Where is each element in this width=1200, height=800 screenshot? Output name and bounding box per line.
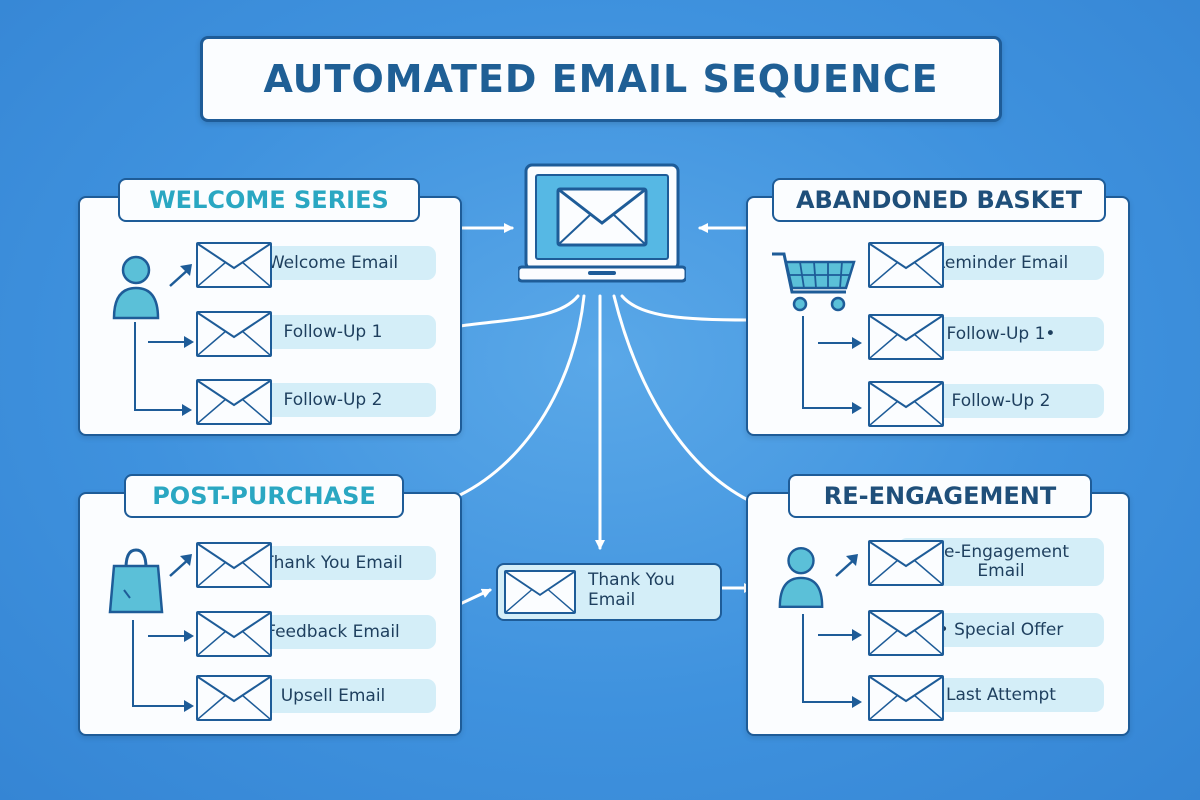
flow-line bbox=[818, 342, 856, 344]
arrow-icon bbox=[184, 700, 194, 712]
envelope-icon bbox=[196, 675, 272, 721]
arrow-icon bbox=[852, 696, 862, 708]
arrow-icon bbox=[835, 554, 858, 577]
envelope-icon bbox=[196, 542, 272, 588]
envelope-icon bbox=[868, 381, 944, 427]
page-title-box: AUTOMATED EMAIL SEQUENCE bbox=[200, 36, 1002, 122]
shopping-bag-icon bbox=[108, 548, 164, 614]
envelope-icon bbox=[868, 540, 944, 586]
center-thank-you-card: Thank You Email bbox=[496, 563, 722, 621]
envelope-icon bbox=[196, 242, 272, 288]
flow-line bbox=[802, 407, 854, 409]
arrow-icon bbox=[169, 554, 192, 577]
abandoned-basket-title: ABANDONED BASKET bbox=[772, 178, 1106, 222]
arrow-icon bbox=[852, 337, 862, 349]
envelope-icon bbox=[868, 675, 944, 721]
arrow-icon bbox=[169, 264, 192, 287]
flow-line bbox=[132, 620, 134, 706]
arrow-icon bbox=[184, 630, 194, 642]
user-icon bbox=[112, 255, 160, 320]
post-purchase-panel: POST-PURCHASE Thank You Email Feedback E… bbox=[78, 474, 462, 736]
arrow-icon bbox=[852, 629, 862, 641]
re-engagement-panel: RE-ENGAGEMENT Re-Engagement Email • Spec… bbox=[746, 474, 1130, 736]
user-icon bbox=[778, 546, 824, 609]
welcome-series-panel: WELCOME SERIES Welcome Email Follow-Up 1… bbox=[78, 178, 462, 436]
arrow-icon bbox=[182, 404, 192, 416]
arrow-icon bbox=[184, 336, 194, 348]
laptop-envelope-icon bbox=[516, 163, 688, 285]
envelope-icon bbox=[196, 311, 272, 357]
envelope-icon bbox=[196, 379, 272, 425]
flow-line bbox=[802, 614, 804, 702]
re-engagement-title: RE-ENGAGEMENT bbox=[788, 474, 1092, 518]
flow-line bbox=[132, 705, 186, 707]
flow-line bbox=[134, 322, 136, 410]
envelope-icon bbox=[868, 610, 944, 656]
welcome-series-title: WELCOME SERIES bbox=[118, 178, 420, 222]
shopping-cart-icon bbox=[772, 252, 856, 312]
center-email-label: Thank You Email bbox=[588, 570, 675, 611]
envelope-icon bbox=[196, 611, 272, 657]
envelope-icon bbox=[868, 314, 944, 360]
arrow-icon bbox=[852, 402, 862, 414]
post-purchase-title: POST-PURCHASE bbox=[124, 474, 404, 518]
flow-line bbox=[148, 341, 188, 343]
envelope-icon bbox=[868, 242, 944, 288]
flow-line bbox=[818, 634, 856, 636]
page-title: AUTOMATED EMAIL SEQUENCE bbox=[263, 57, 939, 101]
flow-line bbox=[802, 701, 854, 703]
flow-line bbox=[134, 409, 184, 411]
flow-line bbox=[802, 316, 804, 408]
envelope-icon bbox=[504, 570, 576, 614]
flow-line bbox=[148, 635, 188, 637]
abandoned-basket-panel: ABANDONED BASKET Reminder Email Follow-U… bbox=[746, 178, 1130, 436]
